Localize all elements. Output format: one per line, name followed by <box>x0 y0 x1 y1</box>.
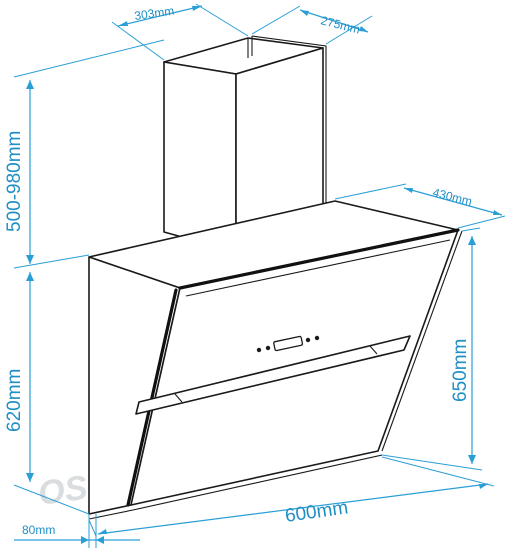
control-display <box>273 335 304 352</box>
dim-chimney-height: 500-980mm <box>4 39 165 269</box>
dim-base-depth: 80mm <box>14 514 140 548</box>
dim-label-hood-width: 600mm <box>284 497 350 527</box>
dim-label-hood-height: 620mm <box>4 369 25 432</box>
control-button-icon <box>305 337 311 343</box>
control-button-icon <box>256 347 262 353</box>
dim-label-front-height: 650mm <box>450 339 471 402</box>
hood-body <box>88 200 463 520</box>
control-strip <box>135 335 411 415</box>
dim-label-canopy-depth: 430mm <box>431 185 473 208</box>
dim-chimney-width: 303mm <box>111 4 249 61</box>
control-button-icon <box>314 335 320 341</box>
dim-front-height: 650mm <box>381 227 483 471</box>
control-panel <box>256 335 320 353</box>
dim-label-chimney-width: 303mm <box>133 4 175 23</box>
dim-label-chimney-height: 500-980mm <box>4 131 25 232</box>
dim-label-base-depth: 80mm <box>22 523 55 537</box>
dim-hood-height: 620mm <box>4 272 90 515</box>
dim-label-chimney-depth: 275mm <box>319 13 361 36</box>
chimney-left-face <box>163 61 237 253</box>
control-button-icon <box>265 345 271 351</box>
chimney <box>163 35 327 253</box>
